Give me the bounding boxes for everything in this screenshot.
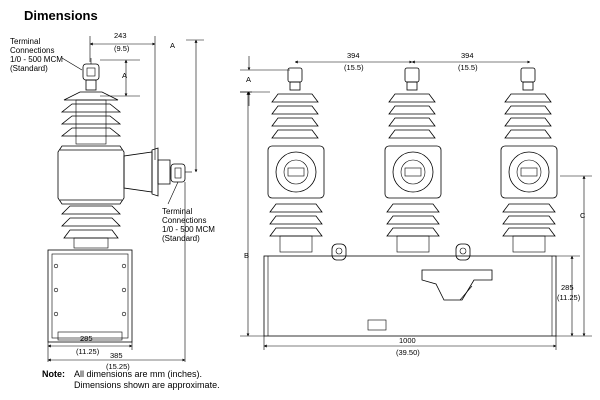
terminal-side-label-4: (Standard): [162, 234, 200, 243]
terminal-top-label-2: Connections: [10, 46, 54, 55]
side-terminal-connector: [170, 163, 192, 183]
dim-394-left-in: (15.5): [344, 63, 364, 72]
pole-2: [384, 67, 442, 253]
dim-243-in: (9.5): [114, 44, 130, 53]
dim-243: 243: [114, 31, 127, 40]
terminal-top-label-4: (Standard): [10, 64, 48, 73]
side-view: Terminal Connections 1/0 - 500 MCM (Stan…: [10, 31, 215, 371]
dim-285-front: 285: [561, 283, 574, 292]
pole-3: [500, 67, 558, 253]
note-line-1: All dimensions are mm (inches).: [74, 369, 202, 379]
dim-285-side: 285: [80, 334, 93, 343]
dim-a-side: A: [170, 41, 175, 50]
terminal-side-leader: [167, 181, 179, 205]
note-line-2: Dimensions shown are approximate.: [74, 380, 220, 390]
dim-285-front-in: (11.25): [557, 293, 581, 302]
dim-394-right: 394: [461, 51, 474, 60]
lower-insulator: [61, 205, 121, 249]
dim-285-side-in: (11.25): [76, 347, 100, 356]
dim-394-left: 394: [347, 51, 360, 60]
top-terminal-connector: [82, 58, 100, 91]
side-bushing: [123, 147, 171, 197]
dim-a-front: A: [246, 75, 251, 84]
mechanism-box: [47, 249, 133, 343]
dim-c: C: [580, 211, 586, 220]
top-insulator: [60, 91, 122, 145]
dim-b: B: [244, 251, 249, 260]
terminal-side-label-2: Connections: [162, 216, 206, 225]
front-view: A 394 (15.5) 394 (15.5): [240, 51, 592, 357]
pole-1: [267, 67, 325, 253]
dim-385: 385: [110, 351, 123, 360]
terminal-top-label-1: Terminal: [10, 37, 40, 46]
dim-385-in: (15.25): [106, 362, 130, 371]
base-tank: [263, 255, 557, 337]
note-label: Note:: [42, 369, 65, 379]
terminal-side-label-1: Terminal: [162, 207, 192, 216]
dim-394-right-in: (15.5): [458, 63, 478, 72]
terminal-top-label-3: 1/0 - 500 MCM: [10, 55, 63, 64]
lifting-lugs: [331, 243, 471, 261]
terminal-side-label-3: 1/0 - 500 MCM: [162, 225, 215, 234]
dim-a-inner: A: [122, 71, 127, 80]
tank-body: [57, 145, 125, 205]
terminal-top-leader: [61, 57, 83, 71]
page-title: Dimensions: [24, 8, 98, 23]
dim-1000: 1000: [399, 336, 416, 345]
dim-1000-in: (39.50): [396, 348, 420, 357]
